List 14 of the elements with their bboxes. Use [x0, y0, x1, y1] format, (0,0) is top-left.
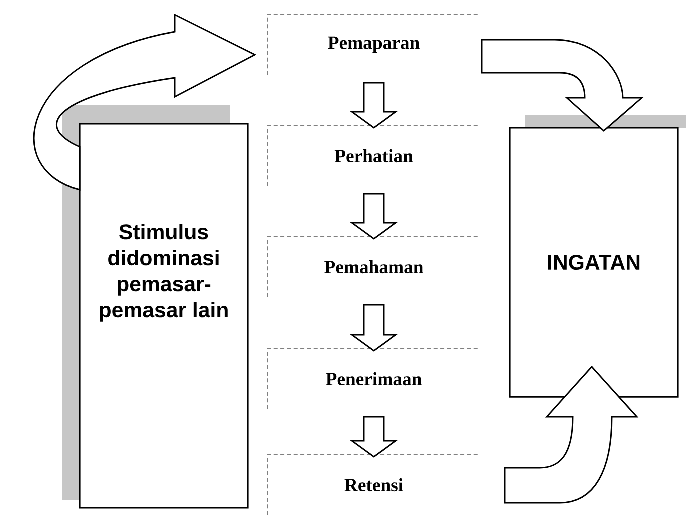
down-arrow	[350, 416, 398, 458]
down-arrow	[350, 304, 398, 352]
down-arrow	[350, 82, 398, 129]
memory-box: INGATAN	[509, 115, 686, 398]
down-arrow	[350, 193, 398, 240]
curved-arrow	[34, 14, 256, 191]
stage-box: Pemahaman	[267, 236, 481, 298]
curved-arrow	[481, 39, 643, 132]
stage-box: Pemaparan	[267, 14, 481, 76]
stage-box: Penerimaan	[267, 348, 481, 410]
stimulus-box: Stimulus didominasi pemasar-pemasar lain	[62, 105, 249, 509]
stage-box: Retensi	[267, 454, 481, 516]
curved-arrow	[504, 366, 638, 504]
stage-box: Perhatian	[267, 125, 481, 187]
